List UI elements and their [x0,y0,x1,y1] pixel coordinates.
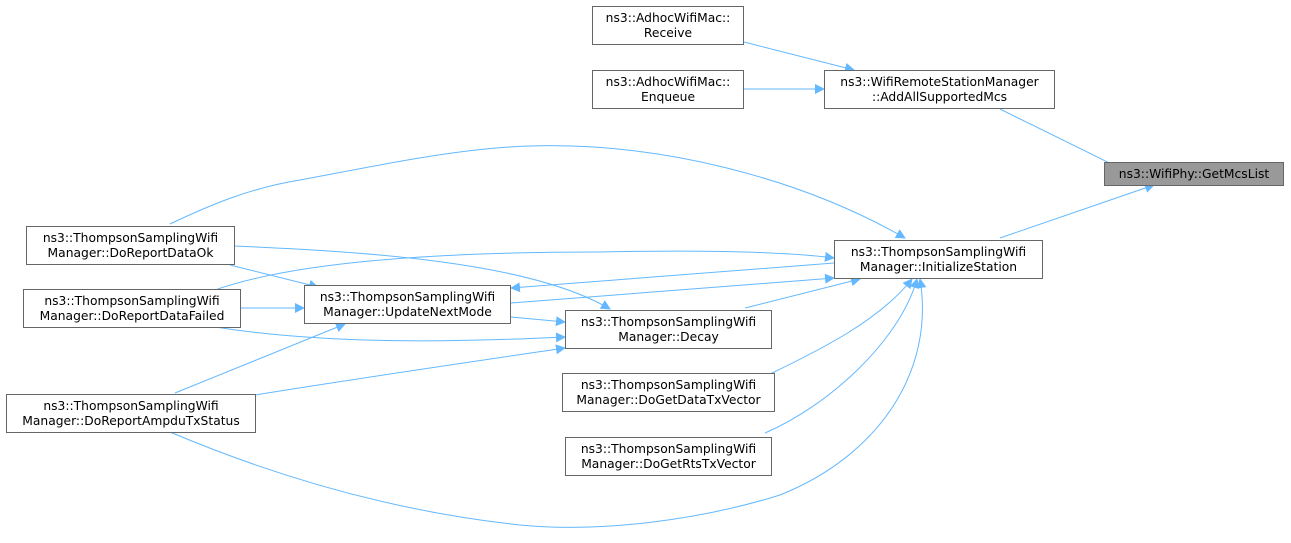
node-doreportdatafailed-line2: Manager::DoReportDataFailed [39,308,225,323]
node-adhoc-receive-line2: Receive [643,25,693,40]
edge-doreportdataok-to-decay [234,245,611,310]
edge-doreportdatafailed-to-initializestation [214,250,835,291]
edge-doreportdataok-to-initializestation [169,145,906,239]
edge-doreportampdutxstatus-to-decay [254,344,566,396]
node-adhoc-enqueue-line2: Enqueue [640,89,696,104]
node-addallsupportedmcs-line2: ::AddAllSupportedMcs [871,89,1008,104]
edge-initializestation-to-updatenextmode [510,262,835,293]
node-addallsupportedmcs[interactable]: ns3::WifiRemoteStationManager ::AddAllSu… [824,70,1055,109]
node-doreportdataok-line2: Manager::DoReportDataOk [47,245,214,260]
node-decay-line2: Manager::Decay [618,329,719,344]
edge-updatenextmode-to-decay [510,316,566,327]
node-adhoc-enqueue-line1: ns3::AdhocWifiMac:: [605,74,731,89]
node-dogetdatatxvector-line1: ns3::ThompsonSamplingWifi [580,377,757,392]
node-getmcslist-line1: ns3::WifiPhy::GetMcsList [1118,166,1270,181]
node-addallsupportedmcs-line1: ns3::WifiRemoteStationManager [840,74,1039,89]
node-dogetrtstxvector-line2: Manager::DoGetRtsTxVector [581,456,756,471]
node-adhoc-receive[interactable]: ns3::AdhocWifiMac:: Receive [592,6,744,45]
node-dogetrtstxvector-line1: ns3::ThompsonSamplingWifi [580,441,757,456]
node-getmcslist: ns3::WifiPhy::GetMcsList [1104,162,1284,186]
edge-doreportampdutxstatus-to-updatenextmode [174,322,346,394]
node-doreportampdutxstatus-line2: Manager::DoReportAmpduTxStatus [22,413,240,428]
edge-doreportdataok-to-updatenextmode [229,264,319,290]
node-dogetdatatxvector-line2: Manager::DoGetDataTxVector [576,392,761,407]
node-updatenextmode-line1: ns3::ThompsonSamplingWifi [319,289,496,304]
edge-dogetdatatxvector-to-initializestation [769,278,913,375]
node-adhoc-receive-line1: ns3::AdhocWifiMac:: [605,10,731,25]
edge-updatenextmode-to-initializestation [510,273,835,304]
node-adhoc-enqueue[interactable]: ns3::AdhocWifiMac:: Enqueue [592,70,744,109]
node-doreportdatafailed-line1: ns3::ThompsonSamplingWifi [44,293,220,308]
node-dogetrtstxvector[interactable]: ns3::ThompsonSamplingWifi Manager::DoGet… [565,437,772,476]
node-decay-line1: ns3::ThompsonSamplingWifi [580,314,757,329]
edge-adhoc-receive-to-addallsupportedmcs [743,41,855,73]
node-initializestation-line2: Manager::InitializeStation [859,259,1018,274]
node-initializestation-line1: ns3::ThompsonSamplingWifi [850,244,1027,259]
node-initializestation[interactable]: ns3::ThompsonSamplingWifi Manager::Initi… [834,240,1043,279]
edge-doreportampdutxstatus-to-initializestation [169,278,927,528]
node-doreportampdutxstatus[interactable]: ns3::ThompsonSamplingWifi Manager::DoRep… [6,394,256,433]
node-doreportdataok[interactable]: ns3::ThompsonSamplingWifi Manager::DoRep… [26,226,235,265]
node-doreportampdutxstatus-line1: ns3::ThompsonSamplingWifi [43,398,219,413]
node-updatenextmode[interactable]: ns3::ThompsonSamplingWifi Manager::Updat… [304,285,511,324]
node-doreportdatafailed[interactable]: ns3::ThompsonSamplingWifi Manager::DoRep… [23,289,241,328]
edge-doreportdatafailed-to-decay [214,326,566,343]
node-dogetdatatxvector[interactable]: ns3::ThompsonSamplingWifi Manager::DoGet… [562,373,775,412]
edge-initializestation-to-getmcslist [999,183,1155,239]
node-updatenextmode-line2: Manager::UpdateNextMode [323,304,492,319]
node-doreportdataok-line1: ns3::ThompsonSamplingWifi [42,230,219,245]
edge-dogetrtstxvector-to-initializestation [764,278,920,434]
edge-decay-to-initializestation [744,276,861,309]
node-decay[interactable]: ns3::ThompsonSamplingWifi Manager::Decay [565,310,772,349]
